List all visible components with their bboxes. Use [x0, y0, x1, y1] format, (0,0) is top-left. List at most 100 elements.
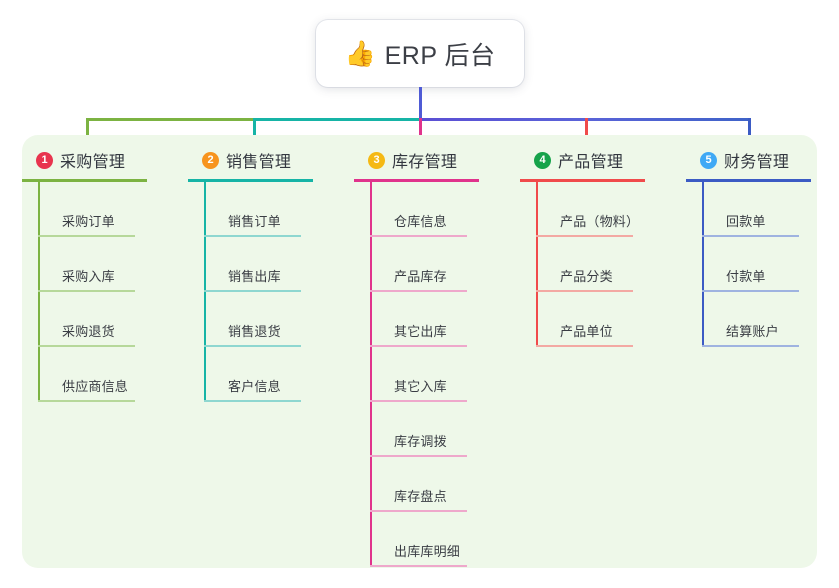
leaf-item[interactable]: 产品分类 [536, 237, 675, 292]
leaf-rule [370, 400, 467, 402]
column-rule-2 [188, 179, 313, 182]
leaf-rule [38, 290, 135, 292]
leaf-label: 供应商信息 [62, 379, 129, 394]
column-title-2: 销售管理 [226, 154, 292, 171]
leaf-item[interactable]: 销售订单 [204, 182, 343, 237]
leaf-rule [204, 345, 301, 347]
connector-bus-segment-4 [585, 118, 750, 121]
root-node[interactable]: 👍 ERP 后台 [316, 20, 524, 87]
leaf-rule [38, 235, 135, 237]
leaf-rule [204, 290, 301, 292]
leaf-rule [536, 345, 633, 347]
leaf-rule [702, 290, 799, 292]
leaf-item[interactable]: 库存调拨 [370, 402, 509, 457]
column-spine-4 [536, 182, 538, 347]
leaf-label: 结算账户 [726, 324, 779, 339]
leaf-rule [702, 235, 799, 237]
leaf-item[interactable]: 采购入库 [38, 237, 177, 292]
root-title: ERP 后台 [384, 41, 496, 70]
column-title-4: 产品管理 [558, 154, 624, 171]
column-badge-2: 2 [202, 151, 219, 169]
column-body-4: 产品（物料） 产品分类产品单位 [536, 182, 675, 347]
column-title-3: 库存管理 [392, 154, 458, 171]
leaf-rule [370, 345, 467, 347]
leaf-rule [370, 290, 467, 292]
connector-drop-3 [419, 118, 422, 148]
leaf-item[interactable]: 客户信息 [204, 347, 343, 402]
column-rule-3 [354, 179, 479, 182]
leaf-item[interactable]: 产品单位 [536, 292, 675, 347]
thumbs-up-icon: 👍 [344, 40, 376, 68]
leaf-label: 出库库明细 [394, 544, 461, 559]
column-body-3: 仓库信息产品库存其它出库其它入库库存调拨库存盘点出库库明细 [370, 182, 509, 567]
leaf-label: 其它入库 [394, 379, 447, 394]
leaf-rule [38, 400, 135, 402]
leaf-item[interactable]: 销售出库 [204, 237, 343, 292]
leaf-item[interactable]: 供应商信息 [38, 347, 177, 402]
column-4: 4 产品管理产品（物料） 产品分类产品单位 [520, 145, 675, 347]
leaf-rule [702, 345, 799, 347]
leaf-item[interactable]: 其它出库 [370, 292, 509, 347]
leaf-label: 销售退货 [228, 324, 281, 339]
column-spine-2 [204, 182, 206, 402]
column-rule-1 [22, 179, 147, 182]
leaf-item[interactable]: 结算账户 [702, 292, 839, 347]
leaf-label: 产品分类 [560, 269, 613, 284]
leaf-item[interactable]: 采购退货 [38, 292, 177, 347]
leaf-item[interactable]: 产品库存 [370, 237, 509, 292]
leaf-label: 产品（物料） [560, 214, 640, 229]
leaf-rule [536, 290, 633, 292]
leaf-rule [536, 235, 633, 237]
column-3: 3 库存管理仓库信息产品库存其它出库其它入库库存调拨库存盘点出库库明细 [354, 145, 509, 567]
column-title-1: 采购管理 [60, 154, 126, 171]
connector-stem [419, 87, 422, 120]
column-header-3[interactable]: 3 库存管理 [354, 145, 509, 175]
leaf-item[interactable]: 付款单 [702, 237, 839, 292]
leaf-rule [38, 345, 135, 347]
leaf-item[interactable]: 采购订单 [38, 182, 177, 237]
leaf-rule [370, 235, 467, 237]
leaf-item[interactable]: 回款单 [702, 182, 839, 237]
column-spine-1 [38, 182, 40, 402]
column-spine-5 [702, 182, 704, 347]
column-body-1: 采购订单采购入库采购退货供应商信息 [38, 182, 177, 402]
leaf-item[interactable]: 其它入库 [370, 347, 509, 402]
connector-bus-segment-3 [419, 118, 585, 121]
column-badge-3: 3 [368, 151, 385, 169]
leaf-rule [370, 455, 467, 457]
column-body-5: 回款单付款单结算账户 [702, 182, 839, 347]
leaf-label: 库存盘点 [394, 489, 447, 504]
leaf-item[interactable]: 出库库明细 [370, 512, 509, 567]
diagram-panel [22, 135, 817, 568]
column-badge-5: 5 [700, 151, 717, 169]
leaf-rule [370, 510, 467, 512]
leaf-rule [370, 565, 467, 567]
column-spine-3 [370, 182, 372, 567]
column-body-2: 销售订单销售出库销售退货客户信息 [204, 182, 343, 402]
leaf-label: 客户信息 [228, 379, 281, 394]
leaf-item[interactable]: 产品（物料） [536, 182, 675, 237]
column-header-4[interactable]: 4 产品管理 [520, 145, 675, 175]
connector-drop-5 [748, 118, 751, 148]
leaf-label: 仓库信息 [394, 214, 447, 229]
leaf-item[interactable]: 销售退货 [204, 292, 343, 347]
leaf-label: 产品单位 [560, 324, 613, 339]
leaf-label: 采购入库 [62, 269, 115, 284]
leaf-label: 销售订单 [228, 214, 281, 229]
connector-drop-4 [585, 118, 588, 148]
leaf-item[interactable]: 库存盘点 [370, 457, 509, 512]
leaf-label: 回款单 [726, 214, 766, 229]
column-header-2[interactable]: 2 销售管理 [188, 145, 343, 175]
column-badge-4: 4 [534, 151, 551, 169]
leaf-label: 库存调拨 [394, 434, 447, 449]
leaf-rule [204, 235, 301, 237]
leaf-rule [204, 400, 301, 402]
leaf-label: 采购退货 [62, 324, 115, 339]
column-2: 2 销售管理销售订单销售出库销售退货客户信息 [188, 145, 343, 402]
leaf-item[interactable]: 仓库信息 [370, 182, 509, 237]
